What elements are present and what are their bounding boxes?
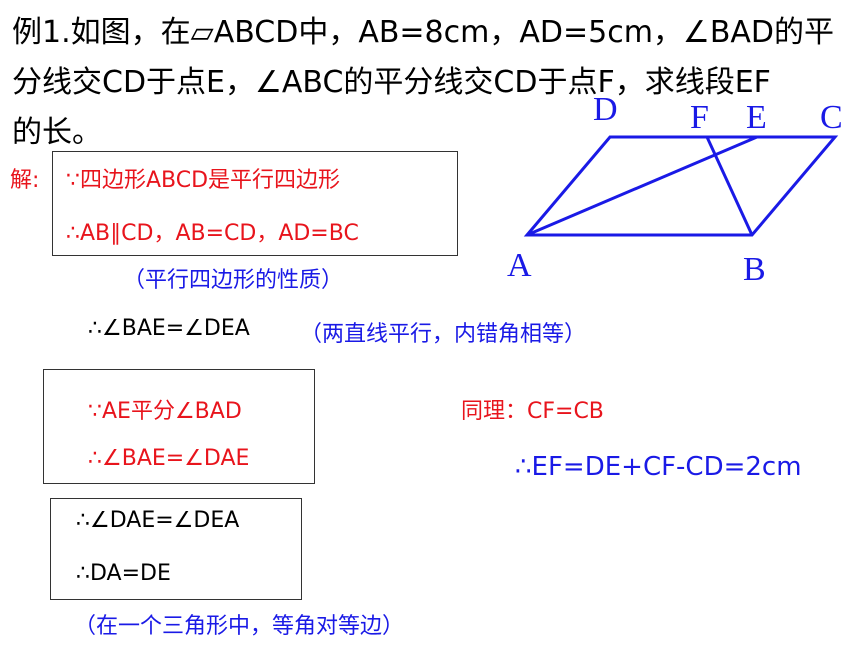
box1-line-1: ∵四边形ABCD是平行四边形 <box>66 168 341 193</box>
problem-line-3: 的长。 <box>12 115 102 150</box>
label-b: B <box>743 251 766 288</box>
segment-ae <box>526 135 758 237</box>
premise-box-3 <box>50 498 302 600</box>
box2-line-2: ∴∠BAE=∠DAE <box>88 446 250 471</box>
box1-line-2: ∴AB∥CD，AB=CD，AD=BC <box>66 221 359 246</box>
reason-2: （两直线平行，内错角相等） <box>300 322 587 347</box>
premise-box-2 <box>43 369 315 484</box>
reason-1: （平行四边形的性质） <box>123 268 344 293</box>
box3-line-2: ∴DA=DE <box>76 561 171 586</box>
label-c: C <box>820 99 843 136</box>
problem-statement: 例1.如图，在▱ABCD中，AB=8cm，AD=5cm，∠BAD的平 分线交CD… <box>12 8 852 158</box>
label-f: F <box>690 99 709 136</box>
premise-box-1 <box>52 151 458 256</box>
solution-label: 解: <box>10 168 40 193</box>
label-d: D <box>593 91 618 128</box>
box2-line-1: ∵AE平分∠BAD <box>88 399 242 424</box>
conclusion: ∴EF=DE+CF-CD=2cm <box>515 452 802 482</box>
problem-line-1: 例1.如图，在▱ABCD中，AB=8cm，AD=5cm，∠BAD的平 <box>12 15 835 50</box>
problem-line-2: 分线交CD于点E，∠ABC的平分线交CD于点F，求线段EF <box>12 65 771 100</box>
segment-bf <box>705 136 754 236</box>
reason-3: （在一个三角形中，等角对等边） <box>74 614 405 639</box>
step-2: ∴∠BAE=∠DEA <box>88 316 250 341</box>
parallelogram-abcd <box>523 135 839 237</box>
similarly-statement: 同理：CF=CB <box>461 399 604 424</box>
label-a: A <box>507 247 532 284</box>
box3-line-1: ∴∠DAE=∠DEA <box>76 508 240 533</box>
label-e: E <box>746 99 767 136</box>
